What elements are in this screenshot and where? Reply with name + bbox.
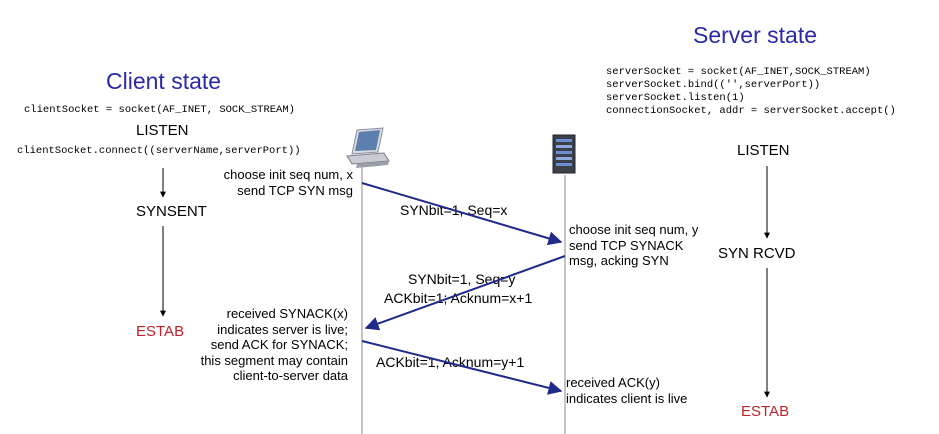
client-estab-state: ESTAB bbox=[136, 323, 185, 340]
server-tower-icon bbox=[552, 134, 576, 174]
note-line: client-to-server data bbox=[233, 368, 348, 383]
note-line: send TCP SYNACK bbox=[569, 237, 684, 253]
client-synsent-state: SYNSENT bbox=[136, 203, 207, 220]
server-code-line: serverSocket = socket(AF_INET,SOCK_STREA… bbox=[606, 66, 871, 78]
server-code-line: connectionSocket, addr = serverSocket.ac… bbox=[606, 105, 896, 117]
server-listen-state: LISTEN bbox=[737, 142, 790, 159]
note-line: msg, acking SYN bbox=[569, 253, 669, 268]
client-init-note: choose init seq num, x send TCP SYN msg bbox=[190, 167, 353, 198]
note-line: choose init seq num, y bbox=[569, 222, 699, 237]
ack-message-label: ACKbit=1, Acknum=y+1 bbox=[376, 354, 525, 370]
ack-message-arrow bbox=[361, 340, 563, 395]
client-state-title: Client state bbox=[106, 68, 222, 94]
note-line: send TCP SYN msg bbox=[237, 182, 353, 198]
server-synrcvd-state: SYN RCVD bbox=[718, 245, 796, 262]
client-listen-state: LISTEN bbox=[136, 122, 189, 139]
server-code-block: serverSocket = socket(AF_INET,SOCK_STREA… bbox=[606, 66, 896, 118]
note-line: choose init seq num, x bbox=[223, 167, 353, 182]
note-line: indicates client is live bbox=[566, 390, 688, 406]
server-estab-state: ESTAB bbox=[741, 403, 790, 420]
server-init-note: choose init seq num, y send TCP SYNACK m… bbox=[569, 222, 698, 269]
note-line: this segment may contain bbox=[200, 352, 348, 368]
client-computer-icon bbox=[346, 127, 390, 168]
client-socket-code: clientSocket = socket(AF_INET, SOCK_STRE… bbox=[24, 104, 295, 116]
client-connect-code: clientSocket.connect((serverName,serverP… bbox=[17, 145, 301, 157]
client-recv-note: received SYNACK(x) indicates server is l… bbox=[180, 306, 348, 384]
note-line: received ACK(y) bbox=[566, 375, 660, 390]
server-code-line: serverSocket.bind(('',serverPort)) bbox=[606, 79, 821, 91]
server-code-line: serverSocket.listen(1) bbox=[606, 92, 745, 104]
synack-message-arrow bbox=[364, 255, 566, 331]
server-recv-note: received ACK(y) indicates client is live bbox=[566, 375, 687, 406]
note-line: send ACK for SYNACK; bbox=[210, 337, 348, 352]
server-state-title: Server state bbox=[693, 22, 817, 48]
note-line: indicates server is live; bbox=[217, 321, 348, 337]
synack-message-label-2: ACKbit=1; Acknum=x+1 bbox=[384, 290, 533, 306]
note-line: received SYNACK(x) bbox=[226, 306, 348, 321]
syn-message-arrow bbox=[361, 182, 563, 246]
